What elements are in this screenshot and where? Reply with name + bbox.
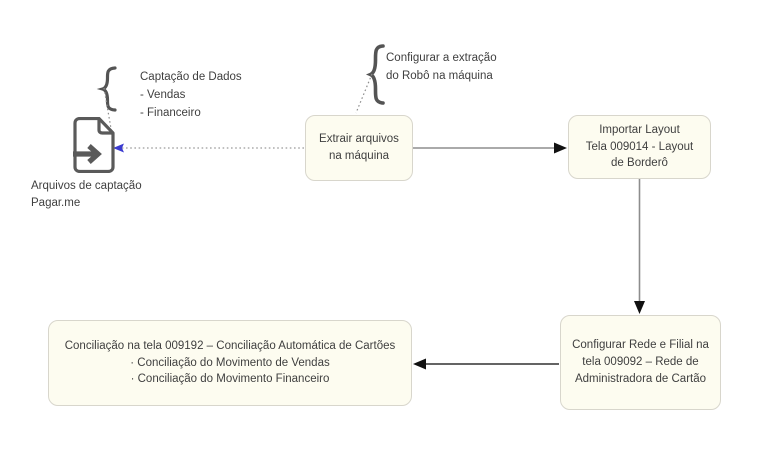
arrowhead-left-icon	[413, 358, 426, 370]
document-import-icon	[73, 117, 115, 173]
connector-configurar-rede-to-conciliacao	[413, 358, 559, 370]
connector-doc-to-extrair	[113, 143, 304, 153]
node-importar-layout[interactable]: Importar Layout Tela 009014 - Layout de …	[568, 115, 711, 179]
node-importar-layout-label: Importar Layout Tela 009014 - Layout de …	[585, 123, 694, 170]
annotation-captacao-de-dados: Captação de Dados - Vendas - Financeiro	[140, 71, 242, 119]
arrowhead-right-icon	[554, 142, 567, 154]
annotation-configurar-robo: Configurar a extração do Robô na máquina	[386, 52, 497, 82]
leader-line-robo	[355, 73, 373, 114]
node-configurar-rede-filial-label: Configurar Rede e Filial na tela 009092 …	[572, 339, 709, 385]
connector-extrair-to-importar	[413, 142, 567, 154]
connector-importar-to-configurar-rede	[634, 179, 645, 314]
document-icon-label: Arquivos de captação Pagar.me	[31, 180, 142, 210]
node-conciliacao-automatica[interactable]: Conciliação na tela 009192 – Conciliação…	[48, 320, 412, 406]
node-conciliacao-automatica-label: Conciliação na tela 009192 – Conciliação…	[64, 339, 396, 386]
brace-robo	[355, 44, 385, 114]
node-extrair-arquivos[interactable]: Extrair arquivos na máquina	[305, 115, 413, 181]
node-extrair-arquivos-label: Extrair arquivos na máquina	[319, 133, 399, 162]
node-configurar-rede-filial[interactable]: Configurar Rede e Filial na tela 009092 …	[560, 315, 721, 410]
arrowhead-down-icon	[634, 301, 645, 314]
